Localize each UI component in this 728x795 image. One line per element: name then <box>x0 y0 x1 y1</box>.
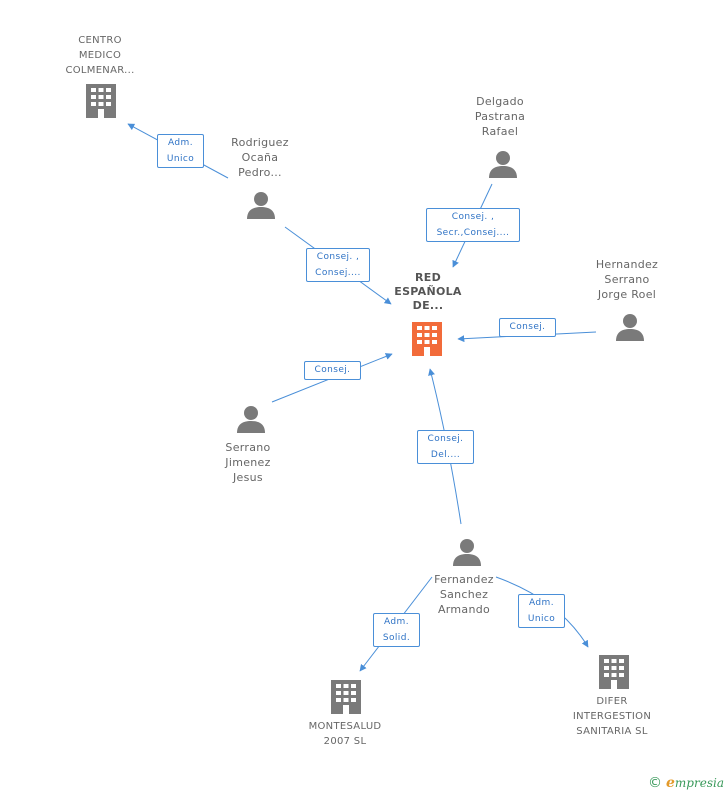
building-icon[interactable] <box>86 84 116 118</box>
node-label-centro-medico[interactable]: CENTRO MEDICO COLMENAR... <box>65 35 135 76</box>
edge-label-fernandez-center[interactable]: Consej. Del.... <box>417 430 474 464</box>
edge-label-delgado-center[interactable]: Consej. , Secr.,Consej.... <box>426 208 520 242</box>
building-icon[interactable] <box>412 322 442 356</box>
node-label-montesalud[interactable]: MONTESALUD 2007 SL <box>308 721 382 747</box>
person-icon[interactable] <box>616 314 644 341</box>
footer-brand: © empresia <box>648 775 724 791</box>
person-icon[interactable] <box>489 151 517 178</box>
brand-logo[interactable]: empresia <box>666 775 724 791</box>
person-icon[interactable] <box>247 192 275 219</box>
edge-label-hernandez-center[interactable]: Consej. <box>499 318 556 337</box>
edge-label-rodriguez-center[interactable]: Consej. , Consej.... <box>306 248 370 282</box>
node-label-difer[interactable]: DIFER INTERGESTION SANITARIA SL <box>572 696 652 737</box>
node-label-fernandez[interactable]: Fernandez Sanchez Armando <box>434 573 494 616</box>
person-icon[interactable] <box>237 406 265 433</box>
node-label-delgado[interactable]: Delgado Pastrana Rafael <box>474 95 526 138</box>
copyright-symbol: © <box>648 775 662 791</box>
edge-label-serrano-center[interactable]: Consej. <box>304 361 361 380</box>
edge-label-fernandez-difer[interactable]: Adm. Unico <box>518 594 565 628</box>
edge-label-rodriguez-centro[interactable]: Adm. Unico <box>157 134 204 168</box>
building-icon[interactable] <box>331 680 361 714</box>
person-icon[interactable] <box>453 539 481 566</box>
node-label-center[interactable]: RED ESPAÑOLA DE... <box>394 271 462 312</box>
building-icon[interactable] <box>599 655 629 689</box>
node-label-rodriguez[interactable]: Rodriguez Ocaña Pedro... <box>231 136 289 179</box>
node-label-serrano[interactable]: Serrano Jimenez Jesus <box>225 441 271 484</box>
edge-label-fernandez-montesalud[interactable]: Adm. Solid. <box>373 613 420 647</box>
node-label-hernandez[interactable]: Hernandez Serrano Jorge Roel <box>595 258 659 301</box>
